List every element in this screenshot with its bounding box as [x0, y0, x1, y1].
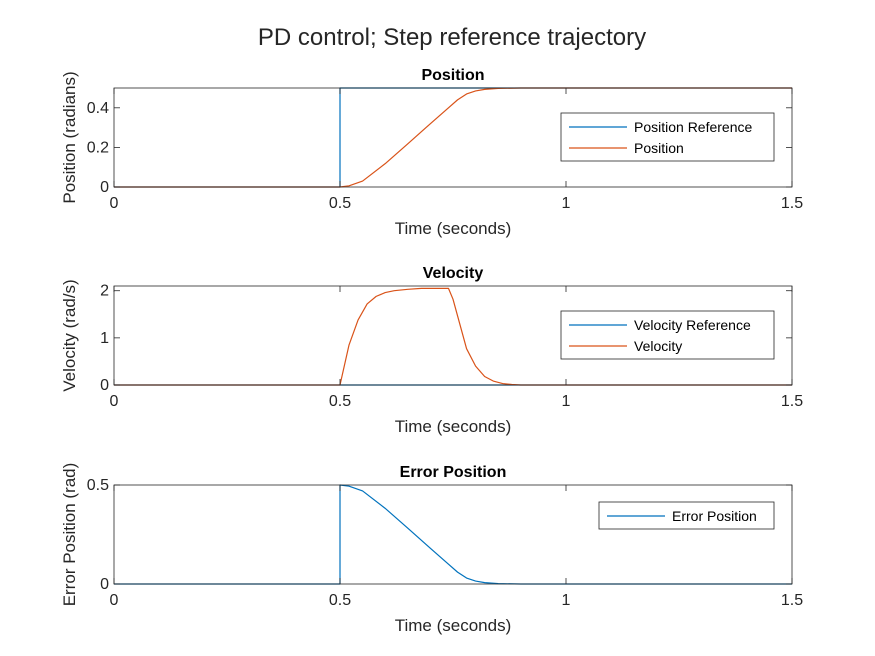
subplot-title: Velocity: [423, 265, 484, 282]
legend-label-1: Velocity Reference: [634, 317, 751, 333]
x-tick-label: 1.5: [781, 592, 803, 609]
x-tick-label: 0.5: [329, 592, 351, 609]
x-axis-label: Time (seconds): [395, 616, 512, 635]
legend-box: [560, 310, 775, 360]
x-tick-label: 0: [110, 195, 119, 212]
legend-label-2: Position: [634, 140, 684, 156]
x-tick-label: 0.5: [329, 195, 351, 212]
series-group: [114, 484, 792, 585]
x-tick-label: 1: [562, 195, 571, 212]
x-tick-label: 1.5: [781, 195, 803, 212]
x-tick-label: 0: [110, 592, 119, 609]
y-axis-label: Velocity (rad/s): [60, 279, 79, 391]
legend-box: [560, 112, 775, 162]
y-tick-label: 2: [100, 283, 109, 300]
legend-label-2: Velocity: [634, 338, 682, 354]
x-axis-label: Time (seconds): [395, 219, 512, 238]
axes-box: [113, 285, 793, 386]
series-line-1: [114, 484, 792, 585]
x-tick-label: 0.5: [329, 393, 351, 410]
y-tick-label: 0: [100, 576, 109, 593]
series-line-2: [114, 87, 792, 188]
y-axis-label: Error Position (rad): [60, 463, 79, 607]
subplot-title: Position: [421, 67, 484, 84]
legend-label-1: Error Position: [672, 508, 757, 524]
subplot-title: Error Position: [400, 464, 507, 481]
y-axis-label: Position (radians): [60, 71, 79, 203]
x-tick-label: 0: [110, 393, 119, 410]
x-tick-label: 1: [562, 592, 571, 609]
figure-title: PD control; Step reference trajectory: [258, 24, 646, 51]
y-tick-label: 1: [100, 330, 109, 347]
y-tick-label: 0.4: [87, 100, 109, 117]
y-tick-label: 0: [100, 179, 109, 196]
series-line-2: [114, 287, 792, 386]
x-axis-label: Time (seconds): [395, 417, 512, 436]
y-tick-label: 0.2: [87, 139, 109, 156]
axes-box: [113, 484, 793, 585]
y-tick-label: 0: [100, 377, 109, 394]
y-tick-label: 0.5: [87, 477, 109, 494]
x-tick-label: 1.5: [781, 393, 803, 410]
legend-label-1: Position Reference: [634, 119, 753, 135]
legend: Error Position: [598, 501, 775, 530]
axes-box: [113, 87, 793, 188]
plot-area: [114, 485, 792, 584]
x-tick-label: 1: [562, 393, 571, 410]
